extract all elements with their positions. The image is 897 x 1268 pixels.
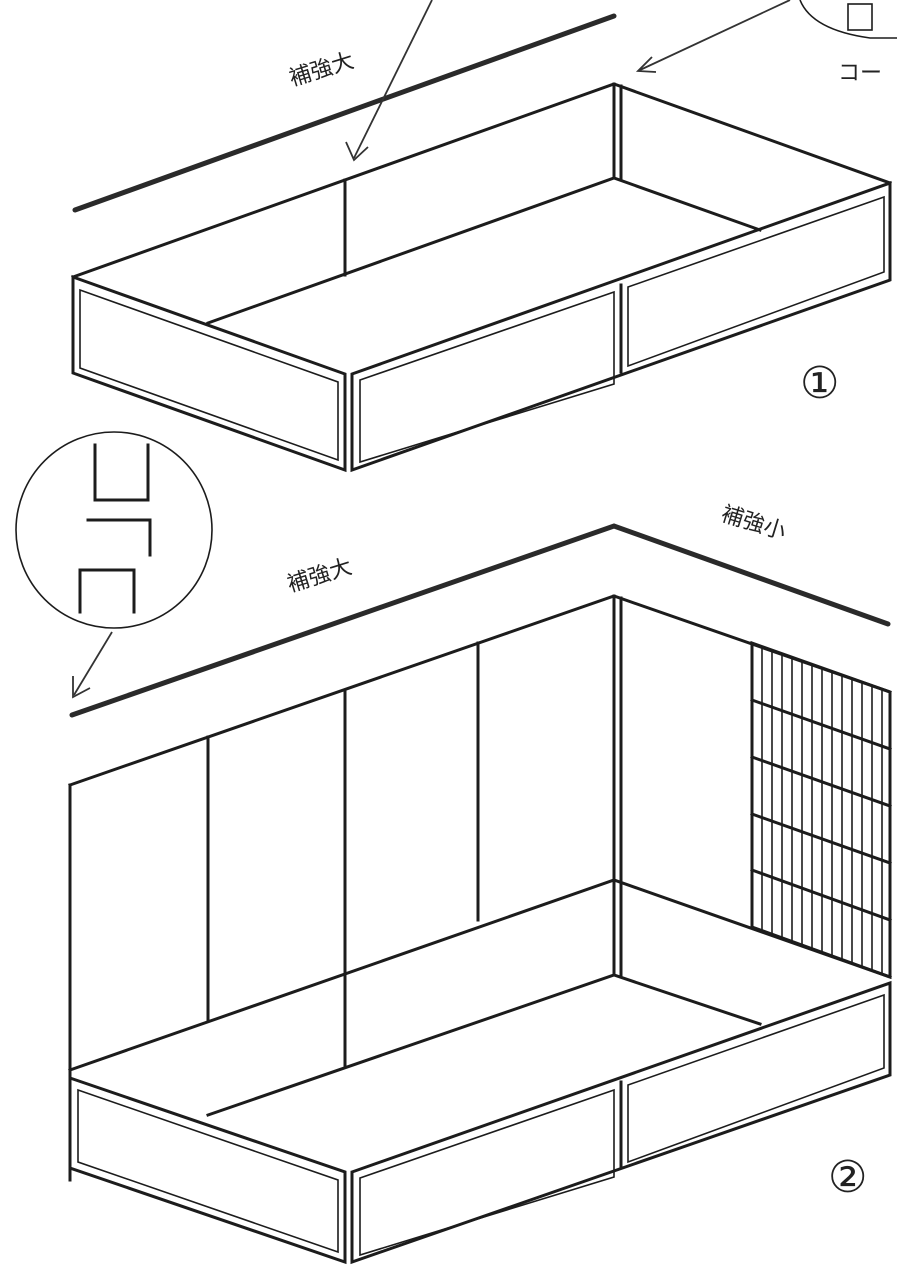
profile-n-shape (78, 568, 136, 614)
profile-l-shape (86, 518, 152, 557)
tray-panel-front-left (71, 274, 347, 473)
label-reinforce-small: 補強小 (718, 502, 788, 545)
profile-detail-callout (15, 431, 213, 699)
profile-u-shape (93, 443, 150, 502)
base-panel-front-left (68, 1075, 347, 1265)
tray-panel-front-right-a (359, 290, 615, 464)
floor-lines (206, 973, 762, 1117)
base-panel-front-left-inner (77, 1088, 339, 1254)
back-wall-bottom-rail (68, 878, 892, 1072)
mesh-frame (750, 640, 892, 980)
label-reinforce-large-1: 補強大 (286, 49, 356, 92)
tray-top-rim-back (71, 82, 892, 279)
reinforce-rod-large-1 (72, 13, 617, 213)
detail-pointer-arrowhead (72, 676, 91, 699)
step1-assembly: 補強大 コー ① (71, 0, 897, 473)
step2-assembly: 補強大 補強小 ② (68, 502, 892, 1265)
label-corner-partial: コー (838, 61, 882, 86)
reinforce-rod-large-2 (69, 523, 891, 718)
pointer-arrowhead-1 (345, 141, 369, 162)
pointer-arrow-2 (639, 0, 791, 71)
base-panel-front-right (350, 980, 892, 1265)
tray-panel-front-right-b (627, 195, 885, 368)
corner-detail-circle-partial (799, 0, 897, 39)
detail-pointer-arrow (73, 631, 113, 696)
step-number-2: ② (828, 1152, 867, 1203)
tray-panel-front-right (350, 180, 892, 473)
base-panel-front-right-a (359, 1088, 615, 1257)
base-panel-front-right-b (627, 993, 885, 1164)
tray-panel-front-left-inner (79, 288, 339, 462)
pointer-arrow-1 (353, 0, 433, 159)
enclosure-top-rim (68, 594, 892, 787)
pointer-arrowhead-2 (635, 56, 657, 73)
step-number-1: ① (800, 358, 839, 409)
detail-circle (15, 431, 213, 629)
label-reinforce-large-2: 補強大 (284, 555, 354, 598)
mesh-panel (750, 640, 892, 980)
corner-detail-icon (847, 3, 873, 31)
